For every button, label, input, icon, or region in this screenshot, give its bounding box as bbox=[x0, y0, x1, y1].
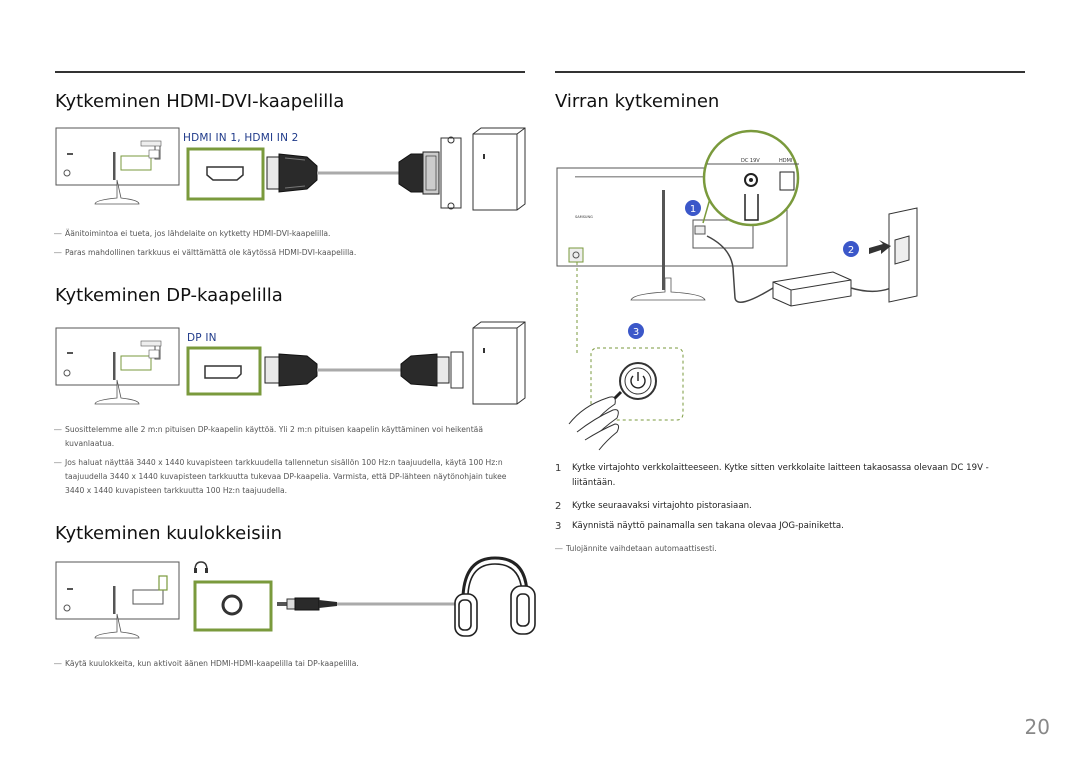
step-number: 3 bbox=[555, 521, 562, 532]
step-number: 1 bbox=[555, 463, 562, 474]
headphone-symbol-icon bbox=[194, 561, 208, 573]
hdmi-dvi-note-1: ― Äänitoimintoa ei tueta, jos lähdelaite… bbox=[54, 227, 505, 241]
dp-note-2: ― Jos haluat näyttää 3440 x 1440 kuvapis… bbox=[54, 456, 515, 498]
step-number: 2 bbox=[555, 501, 562, 512]
headphones-heading: Kytkeminen kuulokkeisiin bbox=[55, 523, 282, 544]
power-adapter-illustration bbox=[772, 271, 852, 307]
dp-heading: Kytkeminen DP-kaapelilla bbox=[55, 285, 283, 306]
headphones-note-1: ― Käytä kuulokkeita, kun aktivoit äänen … bbox=[54, 657, 515, 671]
power-diagram: SAMSUNG DC 19V HDMI 1 2 3 bbox=[556, 129, 918, 451]
dvi-plug-illustration bbox=[398, 151, 440, 195]
svg-text:2: 2 bbox=[848, 245, 854, 256]
dp-plug-left-illustration bbox=[264, 353, 318, 387]
power-step-1: 1 Kytke virtajohto verkkolaitteeseen. Ky… bbox=[555, 461, 1012, 491]
hand-illustration bbox=[568, 396, 620, 451]
dp-plug-right-illustration bbox=[400, 353, 450, 387]
power-step-2: 2 Kytke seuraavaksi virtajohto pistorasi… bbox=[555, 499, 1012, 514]
hdmi-dvi-diagram bbox=[55, 127, 526, 211]
pc-tower-illustration bbox=[472, 127, 526, 211]
power-step-2-text: Kytke seuraavaksi virtajohto pistorasiaa… bbox=[572, 501, 752, 511]
dp-note-1: ― Suosittelemme alle 2 m:n pituisen DP-k… bbox=[54, 423, 515, 451]
dp-note-2-text: Jos haluat näyttää 3440 x 1440 kuvapiste… bbox=[65, 458, 507, 495]
note-mark: ― bbox=[54, 248, 62, 257]
pc-tower-illustration bbox=[472, 321, 526, 405]
dp-port-label: DP IN bbox=[187, 332, 217, 344]
note-mark: ― bbox=[54, 229, 62, 238]
svg-text:SAMSUNG: SAMSUNG bbox=[575, 215, 593, 219]
hdmi-plug-illustration bbox=[266, 153, 318, 193]
hdmi-label: HDMI bbox=[779, 158, 792, 164]
note-mark: ― bbox=[54, 458, 62, 467]
hdmi-dvi-heading: Kytkeminen HDMI-DVI-kaapelilla bbox=[55, 91, 345, 112]
page-number: 20 bbox=[1024, 715, 1050, 739]
step-badge-3: 3 bbox=[628, 323, 644, 339]
note-mark: ― bbox=[555, 544, 563, 553]
hdmi-dvi-note-2: ― Paras mahdollinen tarkkuus ei välttämä… bbox=[54, 246, 505, 260]
power-step-3-text: Käynnistä näyttö painamalla sen takana o… bbox=[572, 521, 844, 531]
power-note-text: Tulojännite vaihdetaan automaattisesti. bbox=[566, 544, 717, 553]
power-note: ― Tulojännite vaihdetaan automaattisesti… bbox=[555, 542, 1006, 556]
headphones-note-1-text: Käytä kuulokkeita, kun aktivoit äänen HD… bbox=[65, 659, 359, 668]
right-column-rule bbox=[555, 71, 1025, 73]
dp-note-1-text: Suosittelemme alle 2 m:n pituisen DP-kaa… bbox=[65, 425, 483, 448]
wall-socket-illustration bbox=[869, 207, 918, 303]
svg-text:1: 1 bbox=[690, 204, 696, 215]
monitor-back-illustration bbox=[55, 561, 180, 639]
power-step-3: 3 Käynnistä näyttö painamalla sen takana… bbox=[555, 519, 1012, 534]
headphones-illustration bbox=[454, 556, 536, 637]
headphone-plug-illustration bbox=[277, 597, 337, 611]
hdmi-port-label: HDMI IN 1, HDMI IN 2 bbox=[183, 132, 299, 144]
power-heading: Virran kytkeminen bbox=[555, 91, 720, 112]
note-mark: ― bbox=[54, 659, 62, 668]
jog-button-icon bbox=[611, 362, 657, 402]
step-badge-1: 1 bbox=[685, 200, 701, 216]
step-badge-2: 2 bbox=[843, 241, 859, 257]
hdmi-dvi-note-2-text: Paras mahdollinen tarkkuus ei välttämätt… bbox=[65, 248, 357, 257]
left-column-rule bbox=[55, 71, 525, 73]
monitor-back-illustration bbox=[55, 127, 180, 205]
dp-diagram bbox=[55, 321, 526, 405]
dc-19v-label: DC 19V bbox=[741, 158, 760, 164]
note-mark: ― bbox=[54, 425, 62, 434]
monitor-back-illustration bbox=[55, 327, 180, 405]
headphones-diagram bbox=[55, 556, 536, 639]
power-step-1-text: Kytke virtajohto verkkolaitteeseen. Kytk… bbox=[572, 463, 989, 488]
svg-text:3: 3 bbox=[633, 327, 639, 338]
power-port-magnifier: DC 19V HDMI bbox=[702, 129, 800, 227]
hdmi-dvi-note-1-text: Äänitoimintoa ei tueta, jos lähdelaite o… bbox=[65, 229, 331, 238]
